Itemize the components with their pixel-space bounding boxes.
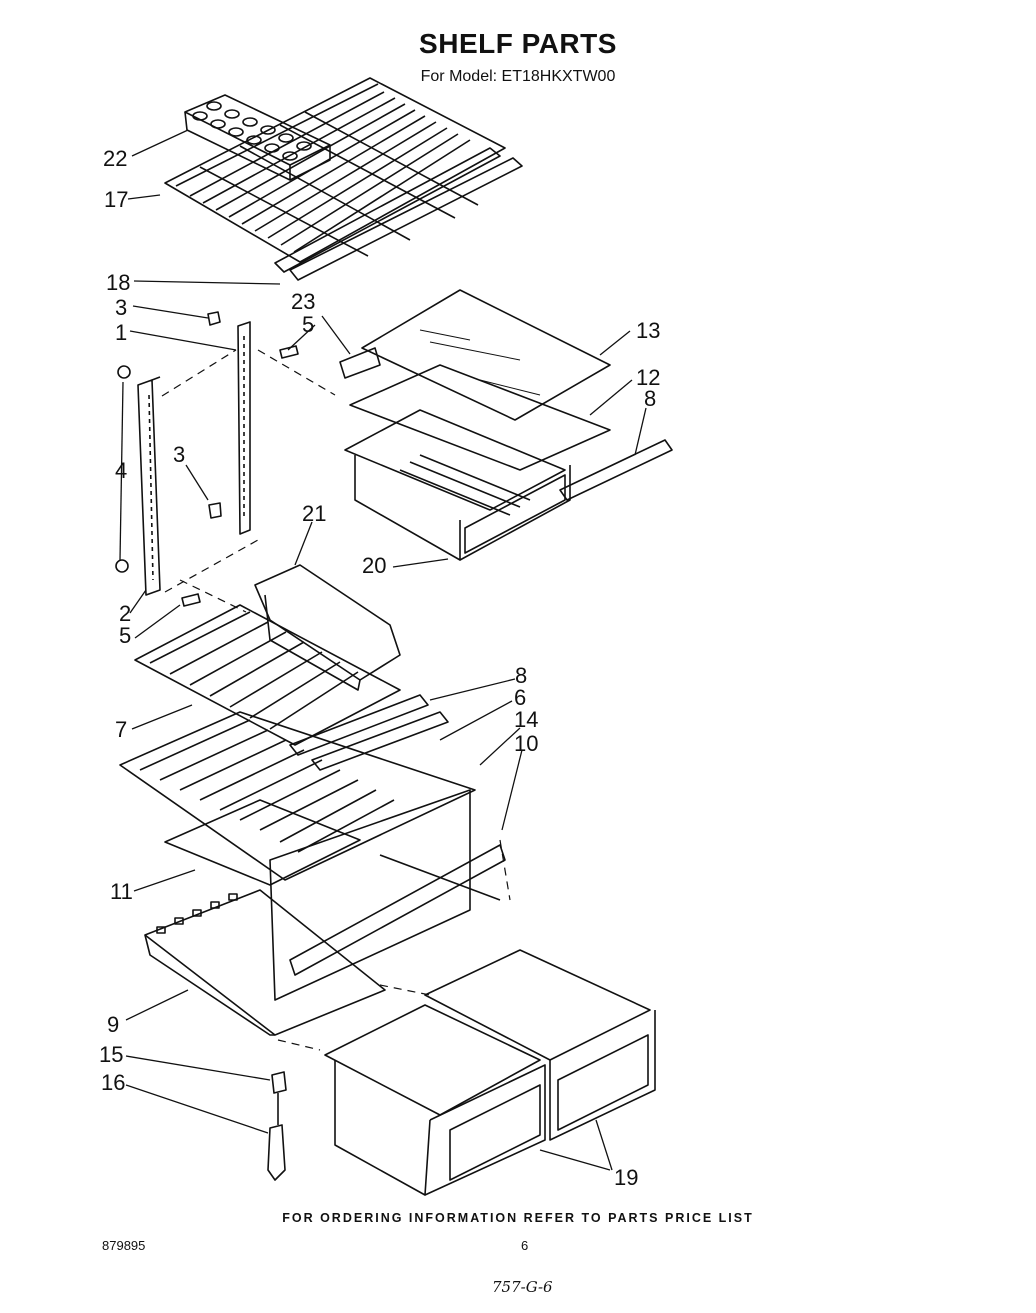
shelf-trim (311, 711, 449, 771)
callout-14: 14 (514, 707, 538, 732)
callout-11: 11 (110, 879, 133, 904)
cover-support (339, 347, 381, 379)
ordering-note: FOR ORDERING INFORMATION REFER TO PARTS … (282, 1211, 754, 1225)
callout-5: 5 (302, 312, 314, 337)
callout-23: 23 (291, 289, 315, 314)
callout-17: 17 (104, 187, 128, 212)
callout-6: 6 (514, 685, 526, 710)
callout-8: 8 (644, 386, 656, 411)
cover-frame (349, 364, 611, 471)
callout-5: 5 (119, 623, 131, 648)
callout-15: 15 (99, 1042, 123, 1067)
ladder-screw-bottom (115, 559, 129, 573)
freezer-shelf-trim (274, 147, 523, 281)
callout-21: 21 (302, 501, 326, 526)
shelf-ladder-right (237, 321, 251, 535)
ice-cube-tray (184, 94, 331, 181)
full-width-wire-shelf (119, 711, 476, 881)
glass-shelf (164, 799, 361, 886)
shelf-ladder-left (137, 376, 161, 596)
shelf-support-lower (181, 593, 201, 607)
ladder-cap-lower (208, 502, 222, 519)
freezer-wire-shelf (164, 77, 506, 263)
callout-18: 18 (106, 270, 130, 295)
document-number: 879895 (102, 1238, 146, 1253)
callout-1: 1 (115, 320, 127, 345)
callout-8: 8 (515, 663, 527, 688)
slide-rail-middle (289, 694, 429, 756)
callout-19: 19 (614, 1165, 638, 1190)
callout-12: 12 (636, 365, 660, 390)
utility-bin (254, 564, 401, 691)
callout-7: 7 (115, 717, 127, 742)
leader-lines (119, 129, 647, 1171)
crisper-tray-frame (144, 889, 386, 1036)
handwritten-reference: 757-G-6 (492, 1278, 553, 1296)
callout-16: 16 (101, 1070, 125, 1095)
shelf-support-upper (279, 345, 299, 359)
crisper-drawer-right (424, 949, 656, 1141)
callout-labels: 22 17 18 3 23 1 5 13 12 8 4 3 21 20 2 5 … (99, 146, 660, 1190)
meat-pan-drawer (344, 409, 571, 561)
callout-2: 2 (119, 601, 131, 626)
callout-20: 20 (362, 553, 386, 578)
callout-13: 13 (636, 318, 660, 343)
callout-3: 3 (173, 442, 185, 467)
callout-9: 9 (107, 1012, 119, 1037)
page-number: 6 (521, 1238, 529, 1253)
callout-3: 3 (115, 295, 127, 320)
leveling-leg-assembly (267, 1071, 287, 1181)
crisper-cover-frame (269, 789, 506, 1001)
callout-4: 4 (115, 458, 127, 483)
ladder-screw-top (117, 365, 131, 379)
slide-rail-upper (559, 439, 673, 501)
crisper-drawer-left (324, 1004, 546, 1196)
ladder-cap-top (207, 311, 221, 326)
alignment-lines (161, 349, 511, 1051)
model-subtitle: For Model: ET18HKXTW00 (420, 68, 616, 85)
glass-cover-panel (361, 289, 611, 421)
callout-10: 10 (514, 731, 538, 756)
half-width-wire-shelf (134, 604, 401, 746)
callout-22: 22 (103, 146, 127, 171)
page-title: SHELF PARTS (419, 28, 617, 59)
